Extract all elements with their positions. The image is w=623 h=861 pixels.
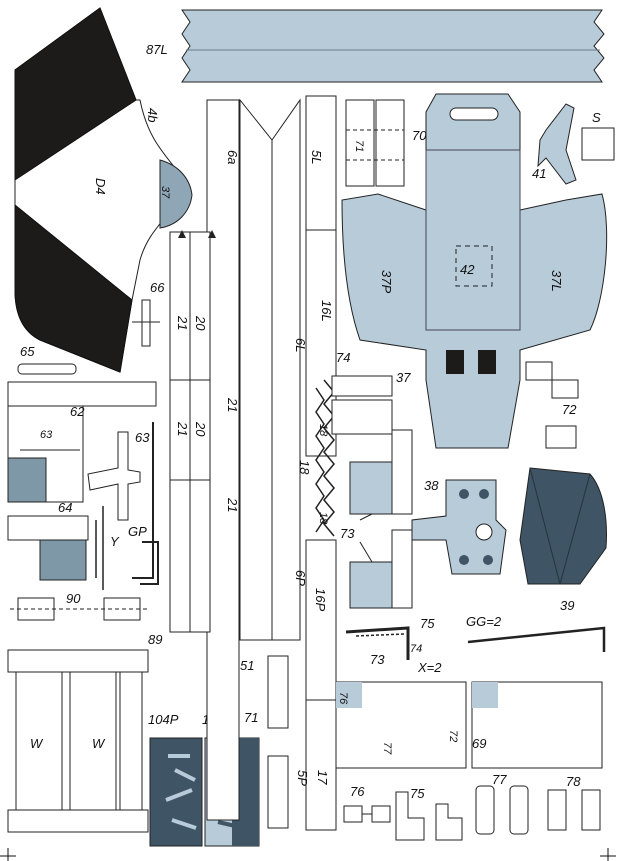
label-Y: Y [110,534,120,549]
label-89: 89 [148,632,162,647]
part-64[interactable] [7,506,104,590]
label-5L: 5L [309,150,324,164]
part-71-bottom[interactable] [267,655,289,829]
label-66: 66 [150,280,165,295]
label-87L: 87L [146,42,168,57]
part-4[interactable] [14,7,193,373]
part-6a[interactable] [206,99,240,821]
part-63[interactable] [87,422,154,579]
part-69[interactable] [335,681,603,769]
label-65: 65 [20,344,35,359]
label-104P: 104P [148,712,179,727]
label-37P: 37P [379,270,394,293]
label-20b: 20 [193,421,208,437]
label-77-lower: 77 [381,742,393,755]
registration-marks [0,848,616,861]
part-89[interactable] [7,649,149,833]
label-W2: W [92,736,106,751]
part-74[interactable] [331,375,393,435]
part-72[interactable] [525,361,579,449]
label-78: 78 [566,774,581,789]
label-41: 41 [532,166,546,181]
label-37: 37 [396,370,411,385]
label-42: 42 [460,262,475,277]
label-6L: 6L [293,338,308,352]
part-66[interactable] [132,299,160,347]
part-87L[interactable] [181,9,605,83]
label-6P: 6P [293,570,308,586]
label-21b: 21 [175,421,190,436]
label-63: 63 [135,430,150,445]
label-72-lower: 72 [447,730,459,742]
label-69: 69 [472,736,486,751]
label-37-small: 37 [159,186,171,199]
part-65[interactable] [17,363,77,375]
label-17: 17 [315,770,330,785]
label-64: 64 [58,500,72,515]
label-4b: 4b [145,108,160,122]
part-37-fuselage[interactable] [341,93,608,449]
label-6a-top: 6a [225,150,240,164]
label-18c: 18 [317,512,329,525]
label-63-inner: 63 [40,429,53,441]
label-72: 72 [562,402,577,417]
label-39: 39 [560,598,574,613]
label-75: 75 [410,786,425,801]
label-71-bottom: 71 [244,710,258,725]
label-GG: GG=2 [466,614,502,629]
label-75-bracket: 75 [420,616,435,631]
part-62[interactable] [7,381,157,503]
label-77: 77 [492,772,507,787]
label-73-bracket: 73 [370,652,385,667]
part-21-20[interactable] [169,230,216,633]
part-41[interactable] [537,103,615,185]
label-76: 76 [350,784,365,799]
label-W1: W [30,736,44,751]
part-75-73-74[interactable] [345,626,410,660]
label-X2: X=2 [417,660,442,675]
label-D4: D4 [93,178,108,195]
label-37L: 37L [549,270,564,292]
part-38[interactable] [411,479,507,575]
label-S: S [592,110,601,125]
part-104P[interactable] [149,737,203,847]
label-73: 73 [340,526,355,541]
strip-GP [140,541,159,585]
label-20a: 20 [193,315,208,331]
label-21a: 21 [175,315,190,330]
part-6P-16P[interactable] [305,539,337,831]
part-90[interactable] [10,597,150,621]
label-74-bracket: 74 [410,643,422,655]
label-5P: 5P [295,770,310,786]
label-71-top: 71 [353,140,365,152]
label-21d: 21 [225,497,240,512]
part-77[interactable] [475,785,529,835]
label-74: 74 [336,350,350,365]
label-21c: 21 [225,397,240,412]
label-GP: GP [128,524,147,539]
label-18b: 18 [297,460,312,475]
part-76[interactable] [343,805,391,823]
label-18a: 18 [317,424,329,437]
label-16P: 16P [313,588,328,611]
label-76-lower: 76 [337,692,349,705]
strip-GG [467,626,606,652]
label-38: 38 [424,478,439,493]
label-90: 90 [66,591,81,606]
part-18-zigzag[interactable] [315,379,335,537]
part-78[interactable] [547,789,601,831]
label-16L: 16L [319,300,334,322]
part-51[interactable] [239,98,301,641]
label-70: 70 [412,128,427,143]
part-70-71[interactable] [345,99,405,187]
label-51: 51 [240,658,254,673]
part-73[interactable] [349,429,413,609]
label-62: 62 [70,404,85,419]
part-75[interactable] [395,791,463,841]
part-39[interactable] [519,467,607,585]
